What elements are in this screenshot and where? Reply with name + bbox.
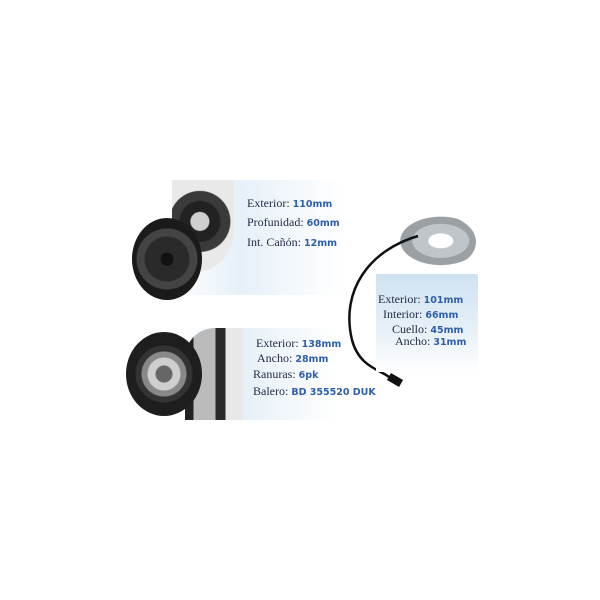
clutch-hub-image [132,218,202,300]
pulley-spec-1: Ancho:28mm [257,351,329,365]
coil-spec-panel [376,274,478,372]
hub-spec-0: Exterior:110mm [247,196,333,210]
hub-spec-2: Int. Cañón:12mm [247,235,338,249]
pulley-spec-0: Exterior:138mm [256,336,342,350]
coil-spec-1: Interior:66mm [383,307,459,321]
hub-spec-1: Profunidad:60mm [247,215,340,229]
coil-ring-image [392,214,476,270]
coil-spec-2: Cuello:45mm [392,322,464,336]
pulley-spec-3: Balero:BD 355520 DUK [253,384,376,398]
coil-spec-0: Exterior:101mm [378,292,464,306]
pulley-image [126,332,202,416]
pulley-spec-2: Ranuras:6pk [253,367,319,381]
coil-spec-3: Ancho:31mm [395,334,467,348]
